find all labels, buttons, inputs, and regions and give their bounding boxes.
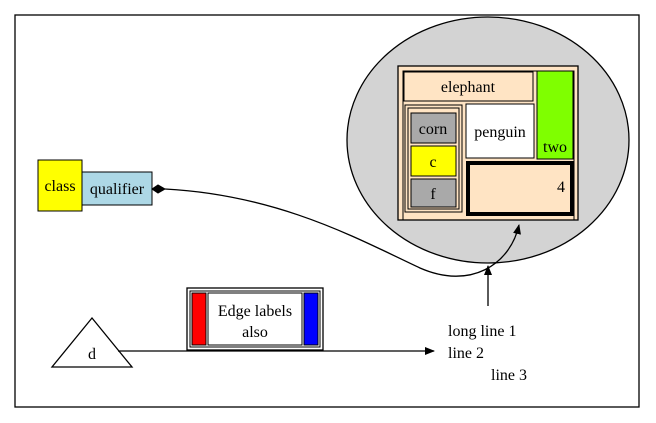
- c-label: c: [429, 154, 436, 171]
- multiline-line1: long line 1: [448, 323, 516, 340]
- edge-label-text-cell: [207, 292, 303, 346]
- edge-label-line2: also: [242, 324, 268, 341]
- class-label: class: [44, 178, 75, 195]
- c-cell: [410, 145, 457, 177]
- penguin-label: penguin: [474, 124, 526, 141]
- four-cell: [466, 161, 574, 216]
- corn-label: corn: [419, 121, 447, 138]
- edge-label-box: Edge labels also: [186, 287, 324, 351]
- f-label: f: [430, 186, 436, 203]
- class-qualifier-node: class qualifier: [37, 159, 153, 212]
- two-label: two: [543, 139, 567, 156]
- qualifier-label: qualifier: [90, 181, 145, 198]
- two-cell: [536, 70, 574, 160]
- penguin-cell: [465, 103, 535, 159]
- graph-border: [14, 14, 640, 408]
- edge-label-line1: Edge labels: [218, 303, 292, 320]
- record-table: elephant two corn c f penguin 4: [397, 65, 579, 221]
- multiline-line3: line 3: [491, 367, 527, 384]
- edge-diamond-tail: [151, 184, 167, 194]
- edge-label-blue-cell: [303, 292, 319, 346]
- nested-table-inner: [407, 107, 460, 210]
- f-cell: [410, 178, 457, 208]
- qualifier-box: [81, 171, 153, 206]
- elephant-label: elephant: [441, 79, 496, 96]
- four-label: 4: [557, 179, 565, 196]
- d-label: d: [88, 346, 96, 363]
- multiline-node: long line 1 line 2 line 3: [448, 323, 527, 384]
- edge-label-inner: [189, 290, 321, 348]
- qualifier-to-four-edge: [164, 188, 521, 277]
- edge-label-red-cell: [191, 292, 207, 346]
- d-triangle: [50, 316, 134, 368]
- record-inner-border: [402, 70, 575, 221]
- elephant-cell: [403, 71, 534, 102]
- corn-cell: [410, 112, 457, 144]
- multiline-line2: line 2: [448, 345, 484, 362]
